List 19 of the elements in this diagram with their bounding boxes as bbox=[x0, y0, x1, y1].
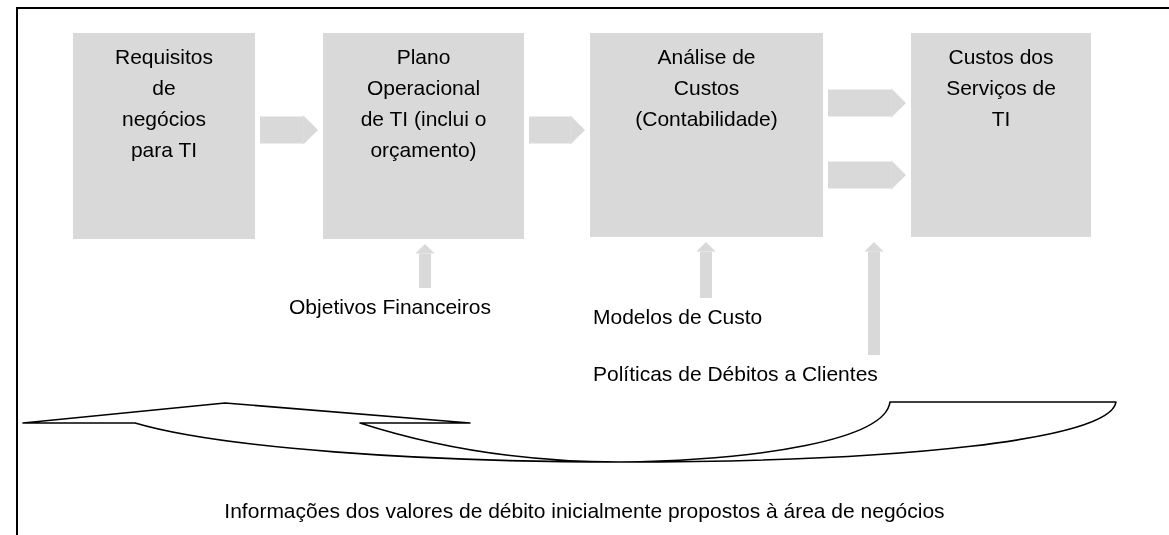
input-label: Objetivos Financeiros bbox=[252, 293, 528, 321]
block-arrow bbox=[828, 88, 906, 118]
caption-text: Informações dos valores de débito inicialmente propostos à área de negócios bbox=[223, 498, 946, 524]
input-label: Modelos de Custo bbox=[593, 303, 793, 331]
box-label: Requisitos de negócios para TI bbox=[113, 44, 215, 163]
box-label: Análise de Custos (Contabilidade) bbox=[634, 44, 779, 132]
block-arrow bbox=[696, 242, 716, 298]
block-arrow bbox=[864, 242, 884, 355]
block-arrow bbox=[415, 244, 435, 288]
process-box bbox=[911, 33, 1091, 237]
process-box bbox=[73, 33, 255, 239]
block-arrow bbox=[828, 160, 906, 190]
block-arrow bbox=[529, 115, 585, 145]
box-label: Custos dos Serviços de TI bbox=[945, 44, 1057, 132]
box-label: Plano Operacional de TI (inclui o orçamento) bbox=[359, 44, 488, 163]
input-label: Políticas de Débitos a Clientes bbox=[593, 360, 923, 388]
process-box bbox=[590, 33, 823, 237]
process-box bbox=[323, 33, 524, 239]
block-arrow bbox=[260, 115, 318, 145]
